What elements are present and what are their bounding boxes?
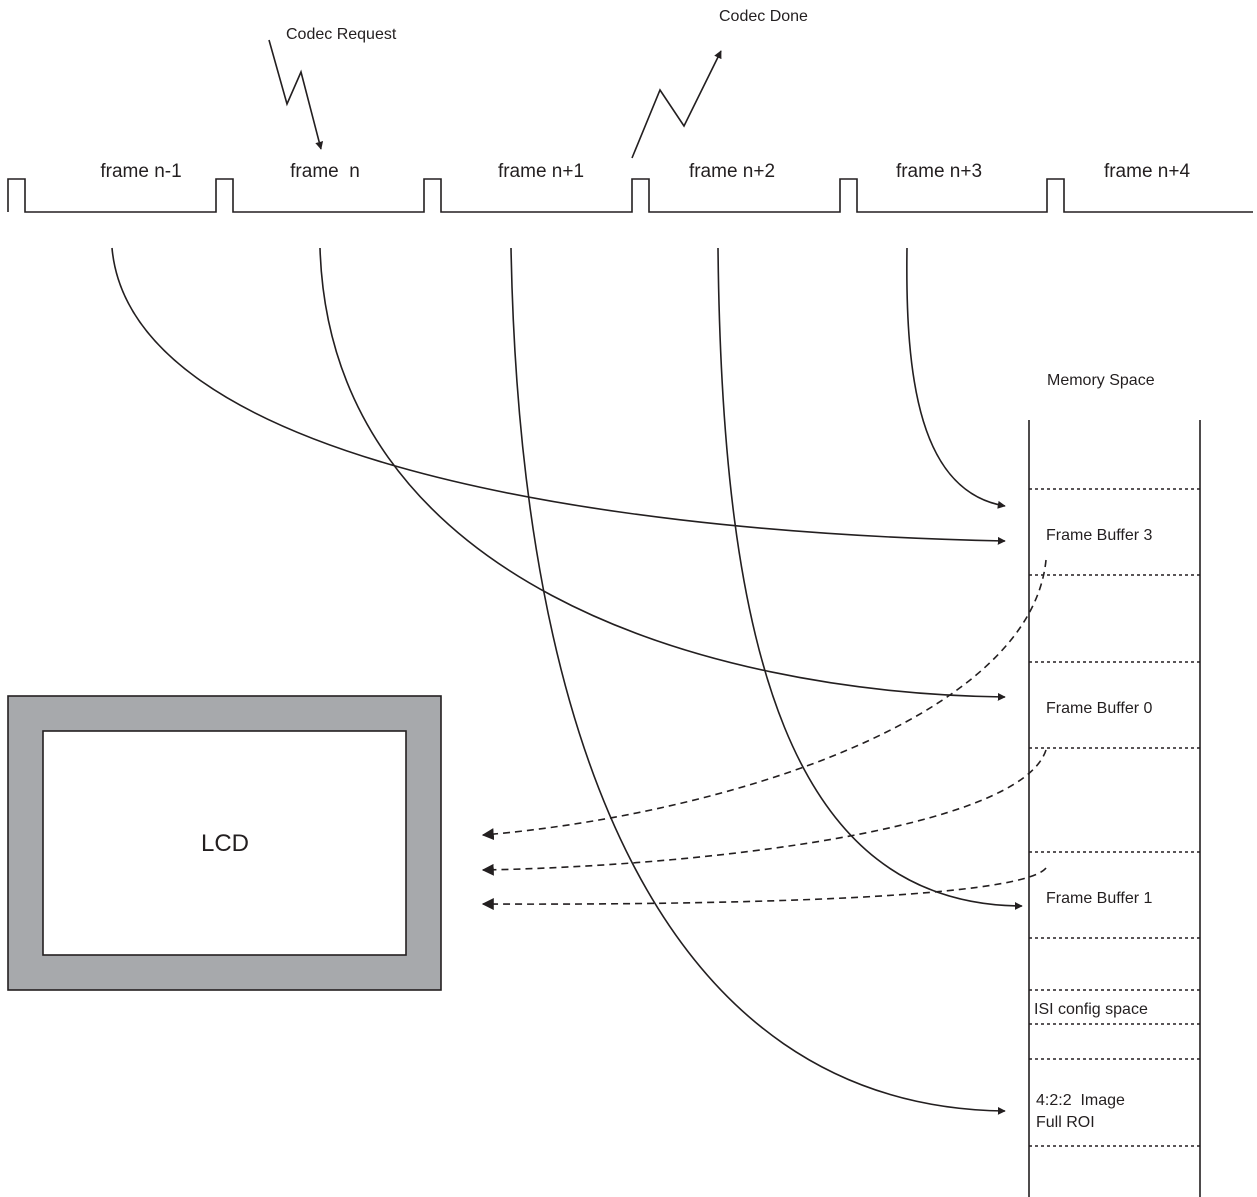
read-arrow-fb1-to-lcd	[481, 867, 1047, 911]
write-arrow-frame-n-plus-1-to-image	[510, 247, 1006, 1115]
frame-sync-waveform	[7, 178, 1253, 213]
frame-buffer-0-label: Frame Buffer 0	[1046, 700, 1153, 717]
write-arrow-frame-n-to-fb0	[319, 247, 1006, 701]
frame-buffer-1-label: Frame Buffer 1	[1046, 890, 1153, 907]
write-arrow-frame-n-plus-3-to-memory	[906, 247, 1006, 509]
frame-label-n-plus-4: frame n+4	[1104, 161, 1191, 182]
codec-request-arrow	[268, 39, 324, 150]
memory-space-title: Memory Space	[1047, 372, 1155, 389]
write-arrow-frame-n-minus-1-to-fb3	[111, 247, 1006, 545]
frame-label-n-minus-1: frame n-1	[100, 161, 181, 182]
isi-config-space-label: ISI config space	[1034, 1001, 1148, 1018]
frame-label-n-plus-1: frame n+1	[498, 161, 584, 182]
codec-request-label: Codec Request	[286, 26, 397, 43]
image-region-label-line1: 4:2:2 Image	[1036, 1092, 1125, 1109]
lcd-display: LCD	[7, 695, 442, 991]
write-arrow-frame-n-plus-2-to-fb1	[717, 247, 1023, 910]
image-region-label-line2: Full ROI	[1036, 1114, 1095, 1131]
frame-label-n-plus-3: frame n+3	[896, 161, 982, 182]
lcd-label: LCD	[201, 830, 249, 857]
frame-label-n-plus-2: frame n+2	[689, 161, 775, 182]
read-arrow-fb3-to-lcd	[481, 559, 1047, 841]
lcd-screen	[42, 730, 407, 956]
frame-buffer-3-label: Frame Buffer 3	[1046, 527, 1153, 544]
codec-done-label: Codec Done	[719, 8, 808, 25]
codec-done-arrow	[631, 50, 722, 159]
frame-label-n: frame n	[290, 161, 360, 182]
read-arrow-fb0-to-lcd	[481, 749, 1047, 876]
